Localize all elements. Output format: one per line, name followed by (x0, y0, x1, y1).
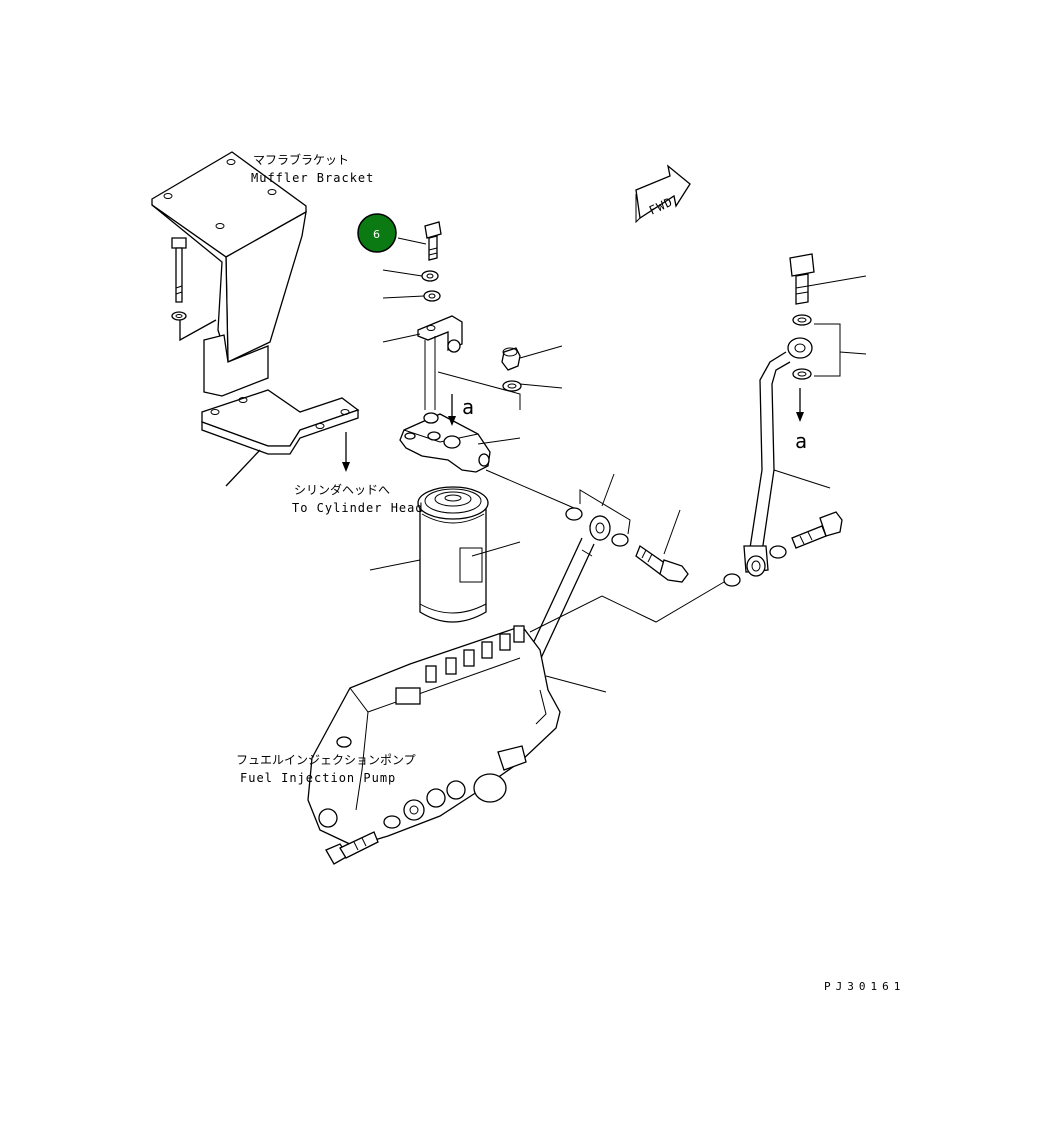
fwd-arrow: FWD (635, 164, 691, 224)
callout-6-number: 6 (373, 228, 380, 241)
part-callout-6[interactable]: 6 (357, 213, 397, 253)
joint-bolt-right (791, 511, 843, 549)
joint-bolt (635, 545, 689, 583)
cylinder-head-jp-label: シリンダヘッドへ (294, 482, 390, 497)
plug (437, 347, 522, 410)
muffler-bracket-jp-label: マフラブラケット (253, 152, 349, 167)
leader-connector (529, 581, 725, 633)
bolt-right (789, 253, 841, 422)
cylinder-head-en-label: To Cylinder Head (292, 501, 424, 515)
pump-bolt (325, 831, 379, 865)
leader (485, 469, 575, 509)
fuel-pump-en-label: Fuel Injection Pump (240, 771, 396, 785)
view-a-right-label: a (795, 429, 808, 453)
fuel-hose-right (723, 337, 813, 587)
bracket-bolt (171, 237, 187, 321)
drawing-number: PJ30161 (824, 980, 905, 993)
fuel-filter (417, 486, 489, 623)
bolt-6 (424, 221, 442, 261)
fuel-injection-pump (307, 625, 561, 847)
stay-plate (201, 389, 360, 487)
fuel-pump-jp-label: フュエルインジェクションポンプ (236, 753, 416, 767)
view-a-left-label: a (462, 395, 475, 419)
filter-head (399, 394, 491, 473)
muffler-bracket-en-label: Muffler Bracket (251, 171, 374, 185)
pump-fittings (383, 780, 466, 829)
filter-bracket (417, 315, 463, 410)
muffler-bracket (151, 151, 307, 397)
leader-lines (369, 237, 867, 693)
delivery-valves (425, 625, 525, 683)
washer-lower (423, 290, 441, 302)
washer-upper (421, 270, 439, 282)
